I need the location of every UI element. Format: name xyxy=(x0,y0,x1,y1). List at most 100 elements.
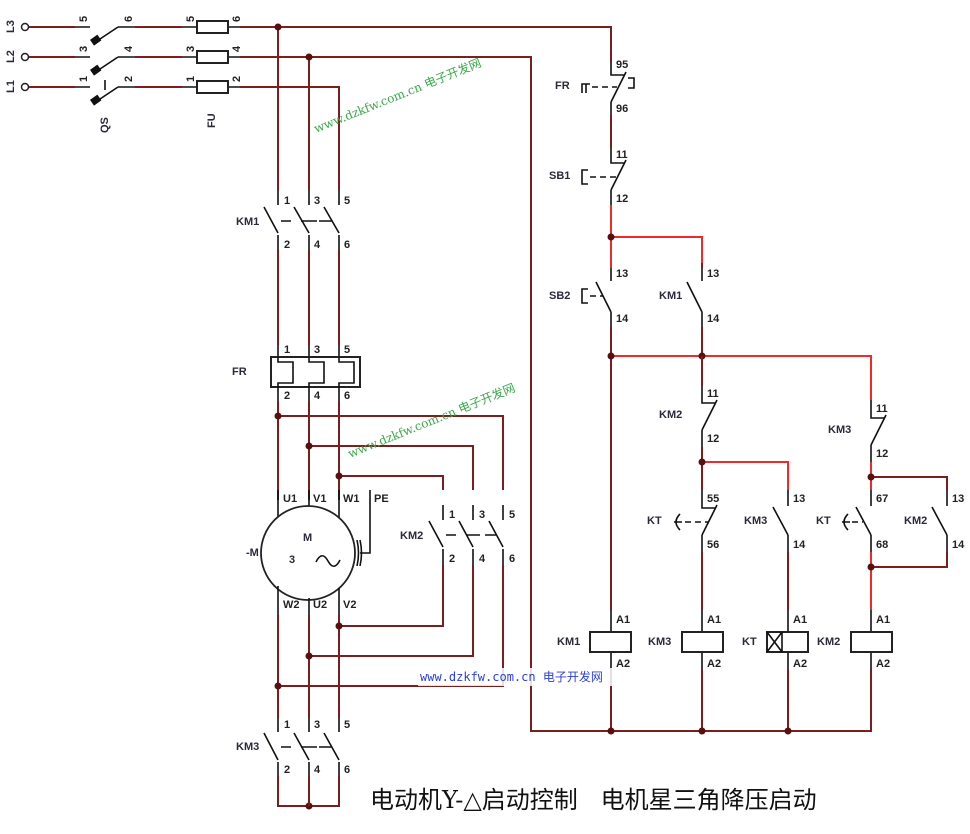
watermark-bottom: www.dzkfw.com.cn 电子开发网 xyxy=(420,669,603,684)
coil-kt-body xyxy=(766,631,809,653)
coil-km3: KM3 A1 A2 xyxy=(648,610,724,670)
junction-dot xyxy=(698,727,706,735)
fr-thermal-relay: FR 1 3 5 2 4 6 xyxy=(232,344,361,402)
fr-pin: 3 xyxy=(314,344,320,356)
km3-aux-pin: 14 xyxy=(793,539,806,551)
km3-nc-label: KM3 xyxy=(828,424,851,436)
qs-pin: 5 xyxy=(78,16,90,22)
junction-dot xyxy=(305,53,313,61)
fr-pin: 4 xyxy=(314,390,321,402)
fr-pin: 2 xyxy=(284,390,290,402)
coil-kt-label: KT xyxy=(742,636,757,648)
km3-nc-pin: 12 xyxy=(876,448,888,460)
motor-terminal: V1 xyxy=(313,493,326,505)
km2-nc-pin: 12 xyxy=(707,433,719,445)
junction-dot xyxy=(607,233,615,241)
fr-nc-label: FR xyxy=(555,80,570,92)
fr-pin: 5 xyxy=(344,344,350,356)
km2-main-label: KM2 xyxy=(400,530,423,542)
fuse-icon xyxy=(196,20,229,34)
junction-dot xyxy=(867,563,875,571)
motor-symbol: M xyxy=(303,532,312,544)
coil-km2-body xyxy=(850,631,893,653)
coil-km3-label: KM3 xyxy=(648,636,671,648)
motor-circle xyxy=(260,505,356,601)
km3-main-label: KM3 xyxy=(236,741,259,753)
junction-dot xyxy=(867,473,875,481)
qs-label: QS xyxy=(99,117,111,133)
km1-pin: 5 xyxy=(344,195,350,207)
km3-main-contacts: KM3 1 3 5 2 4 6 xyxy=(236,718,350,810)
km3-pin: 1 xyxy=(284,719,290,731)
junction-dot xyxy=(698,458,706,466)
motor-terminal: W2 xyxy=(283,599,300,611)
coil-km3-body xyxy=(681,631,724,653)
motor-terminal: W1 xyxy=(343,493,360,505)
km2-pin: 3 xyxy=(479,509,485,521)
main-wiring xyxy=(240,23,612,732)
terminal-l1 xyxy=(20,82,30,92)
coil-km1-body xyxy=(589,631,632,653)
qs-pin: 6 xyxy=(123,16,135,22)
km2-pin: 4 xyxy=(479,553,486,565)
qs-handle-icon xyxy=(90,94,102,106)
kt-nc-pin: 56 xyxy=(707,539,719,551)
km1-pin: 3 xyxy=(314,195,320,207)
km3-nc-pin: 11 xyxy=(876,403,888,415)
km1-pin: 1 xyxy=(284,195,290,207)
km2-aux-pin: 14 xyxy=(952,539,965,551)
coil-kt: KT A1 A2 xyxy=(742,610,809,670)
fu-pin: 5 xyxy=(185,16,197,22)
km2-pin: 5 xyxy=(509,509,515,521)
coil-km2-a1: A1 xyxy=(876,614,890,626)
km1-aux-label: KM1 xyxy=(659,290,682,302)
km1-pin: 2 xyxy=(284,239,290,251)
timer-delay-icon xyxy=(766,631,783,653)
km2-aux-label: KM2 xyxy=(904,515,927,527)
coil-km1-a2: A2 xyxy=(616,658,630,670)
motor-terminal: U2 xyxy=(313,599,327,611)
fu-pin: 3 xyxy=(185,46,197,52)
coil-kt-a2: A2 xyxy=(793,658,807,670)
sb1-pin: 12 xyxy=(616,193,628,205)
junction-dot xyxy=(274,412,282,420)
fr-nc-pin: 95 xyxy=(616,59,628,71)
fr-main-label: FR xyxy=(232,366,247,378)
motor-terminal: V2 xyxy=(343,599,356,611)
km3-pin: 3 xyxy=(314,719,320,731)
terminal-l2 xyxy=(20,52,30,62)
km3-aux-label: KM3 xyxy=(744,515,767,527)
fr-nc-pin: 96 xyxy=(616,103,628,115)
km1-aux-pin: 14 xyxy=(707,313,720,325)
km1-pin: 6 xyxy=(344,239,350,251)
km1-main-contacts: KM1 1 3 5 2 4 6 xyxy=(236,190,350,345)
coil-km2-a2: A2 xyxy=(876,658,890,670)
fuse-icon xyxy=(196,80,229,94)
km3-aux-pin: 13 xyxy=(793,493,805,505)
qs-pin: 1 xyxy=(78,76,90,82)
junction-dot xyxy=(607,352,615,360)
junction-dot xyxy=(305,442,313,450)
kt-no-pin: 68 xyxy=(876,539,888,551)
km2-nc-label: KM2 xyxy=(659,409,682,421)
coil-km3-a2: A2 xyxy=(707,658,721,670)
coil-km2: KM2 A1 A2 xyxy=(817,610,893,670)
fu-pin: 6 xyxy=(231,16,243,22)
supply-terminals: L3 L2 L1 xyxy=(5,20,30,93)
qs-pin: 3 xyxy=(78,46,90,52)
qs-switch: 5 3 1 6 4 2 QS xyxy=(29,16,135,133)
diagram-title: 电动机Y-△启动控制 电机星三角降压启动 xyxy=(370,786,817,814)
sb1-label: SB1 xyxy=(549,170,570,182)
sb1-pin: 11 xyxy=(616,149,628,161)
km2-aux-pin: 13 xyxy=(952,493,964,505)
fuse-icon xyxy=(196,50,229,64)
line-label-l1: L1 xyxy=(5,80,17,93)
fr-pin: 6 xyxy=(344,390,350,402)
junction-dot xyxy=(274,682,282,690)
fr-pin: 1 xyxy=(284,344,290,356)
kt-nc-label: KT xyxy=(647,515,662,527)
junction-dot xyxy=(607,727,615,735)
motor-terminal: U1 xyxy=(283,493,297,505)
km3-pin: 2 xyxy=(284,764,290,776)
coil-km1: KM1 A1 A2 xyxy=(557,610,632,670)
